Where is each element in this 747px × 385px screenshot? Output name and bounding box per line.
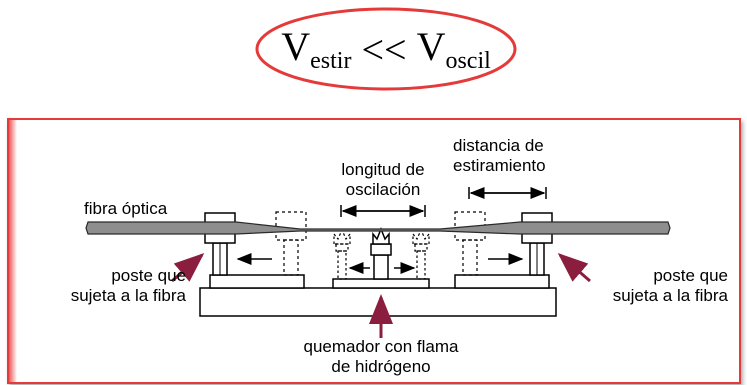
oscillation-length-line2: oscilación: [345, 180, 421, 199]
formula-ellipse: [255, 7, 517, 91]
optical-fiber: [85, 221, 671, 235]
left-post-label: poste que sujeta a la fibra: [18, 266, 186, 306]
left-stage: [209, 274, 305, 289]
stretch-distance-label: distancia de estiramiento: [453, 136, 546, 176]
left-post-callout-arrow: [171, 253, 205, 283]
right-ghost-post: [454, 211, 486, 276]
oscillation-length-label: longitud de oscilación: [318, 160, 448, 200]
stretch-distance-dimension: [468, 187, 547, 199]
right-post-line1: poste que: [653, 266, 728, 285]
left-ghost-burner: [333, 228, 351, 280]
right-post-line2: sujeta a la fibra: [612, 286, 728, 305]
burner-line1: quemador con flama: [303, 337, 459, 356]
right-post-label: poste que sujeta a la fibra: [560, 266, 728, 306]
right-post-callout-arrow: [557, 253, 591, 283]
burner-stage: [332, 278, 430, 289]
formula-v-oscil: Voscil: [416, 24, 491, 74]
formula-operator: <<: [361, 26, 407, 72]
oscillation-length-line1: longitud de: [341, 160, 425, 179]
right-ghost-burner: [412, 228, 430, 280]
right-stage: [454, 274, 550, 289]
base-platform: [199, 287, 557, 317]
left-post-line2: sujeta a la fibra: [70, 286, 186, 305]
fiber-label: fibra óptica: [84, 199, 168, 218]
oscillation-length-dimension: [340, 205, 426, 217]
burner-label: quemador con flama de hidrógeno: [271, 337, 491, 377]
stretch-distance-line1: distancia de: [453, 136, 544, 155]
formula: Vestir << Voscil: [254, 6, 518, 92]
formula-v-estir: Vestir: [281, 24, 352, 74]
burner: [370, 226, 392, 280]
stretch-distance-line2: estiramiento: [453, 156, 546, 175]
left-post-line1: poste que: [111, 266, 186, 285]
left-ghost-post: [275, 211, 307, 276]
burner-line2: de hidrógeno: [331, 357, 431, 376]
